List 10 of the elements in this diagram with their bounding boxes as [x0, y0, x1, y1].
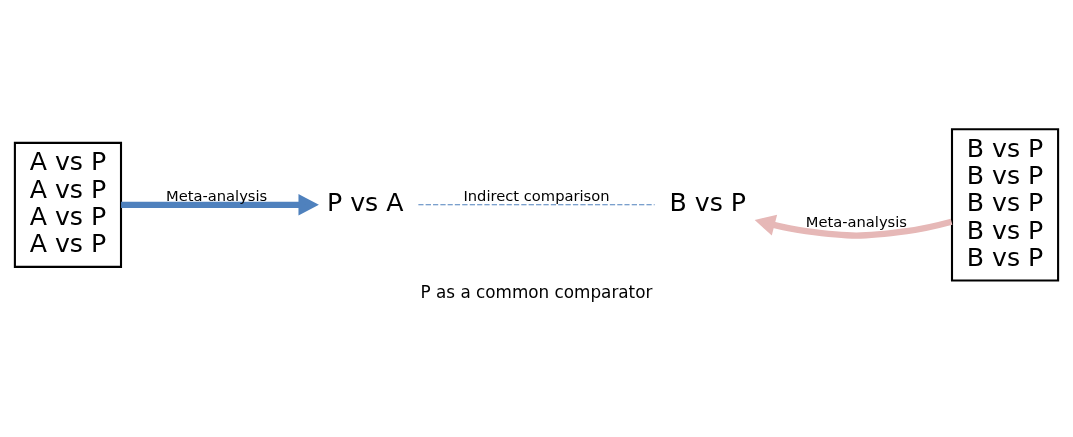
edge-label: Meta-analysis — [165, 186, 268, 204]
arrow — [754, 214, 953, 239]
edge-label: Indirect comparison — [463, 186, 610, 204]
connector — [417, 204, 656, 206]
edge-label: Meta-analysis — [805, 213, 908, 231]
node-text: P vs A — [327, 188, 404, 218]
node-text: B vs P — [669, 188, 747, 218]
node-box: A vs P A vs P A vs P A vs P — [13, 141, 123, 268]
node-box: B vs P B vs P B vs P B vs P B vs P — [950, 128, 1060, 282]
caption: P as a common comparator — [420, 282, 653, 303]
